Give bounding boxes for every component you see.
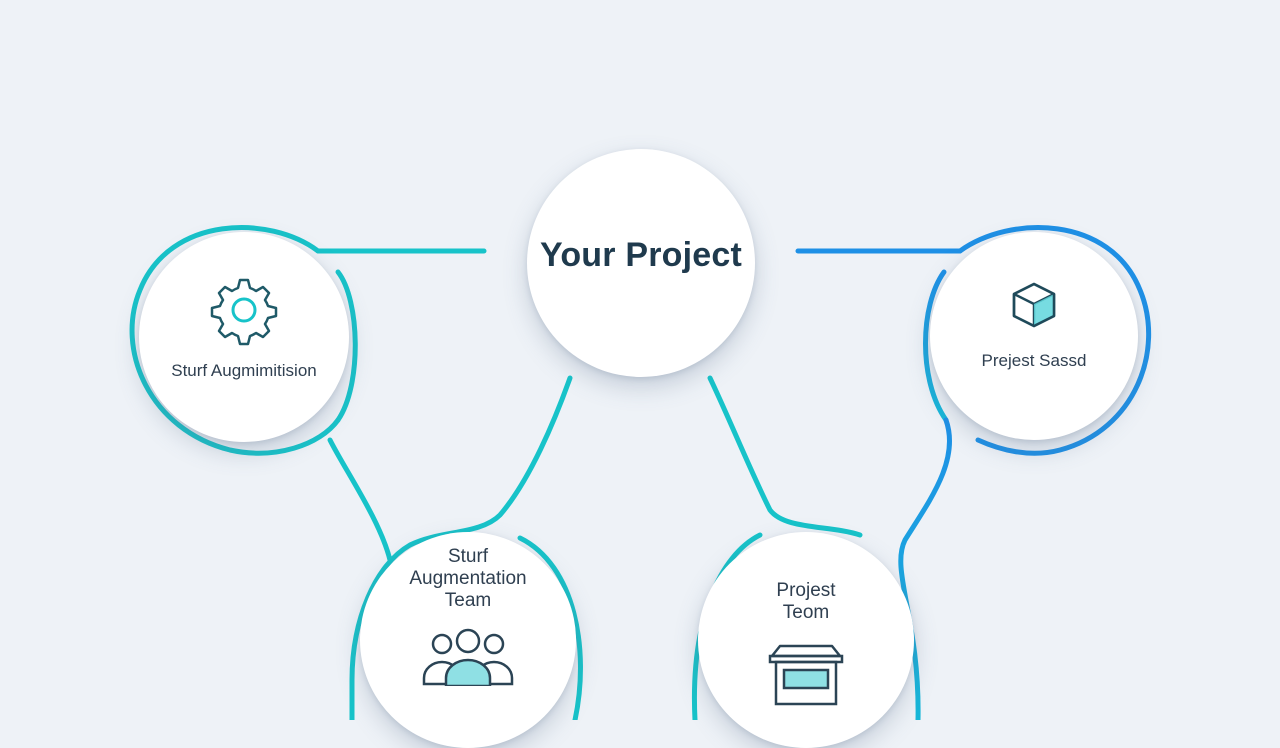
team-icon [420,628,516,686]
left-to-bottom-connector [327,437,393,563]
center-to-bottom-right-connector [707,375,863,538]
node-label: Prejest Sassd [981,351,1087,370]
node-project-based: Prejest Sassd [930,232,1138,440]
cube-icon [1007,278,1061,332]
node-label-line-1: Sturf [447,546,489,567]
node-label-line-3: Team [444,590,492,611]
storefront-icon [766,644,846,706]
node-label-line-1: Projest [776,580,836,601]
node-label: Sturf Augmimitision [171,361,317,380]
node-label-line-2: Augmentation [409,568,527,589]
left-ring [129,225,341,456]
node-project-team: Projest Teom [698,532,914,748]
node-staff-augmentation: Sturf Augmimitision [139,232,349,442]
right-ring-inner [923,269,949,423]
node-staff-augmentation-team: Sturf Augmentation Team [360,532,576,748]
right-ring [957,225,1152,456]
bottom-left-ring-right [517,535,583,720]
center-node: Your Project [527,149,755,377]
center-title: Your Project [539,235,743,274]
diagram-canvas: Your Project Sturf Augmimitision [129,149,1152,748]
left-ring-inner [335,269,358,423]
node-label-line-2: Teom [782,602,830,623]
gear-icon [208,274,280,346]
